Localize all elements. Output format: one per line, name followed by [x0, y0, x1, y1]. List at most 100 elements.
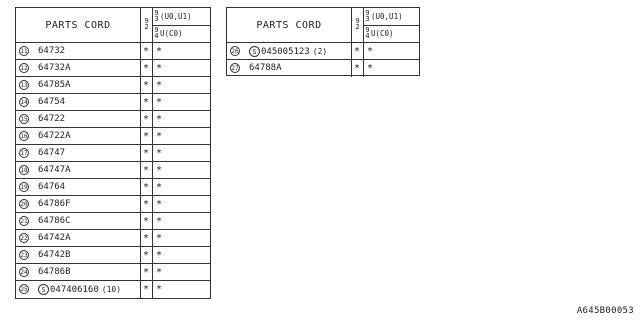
standard-part-icon: S	[249, 46, 260, 57]
reference-number: 26	[230, 46, 240, 56]
applicability-mark: *	[155, 46, 163, 57]
applicability-mark: *	[155, 284, 163, 295]
part-number-cell: 64786F	[38, 196, 71, 213]
part-number: 64754	[38, 97, 66, 107]
table-row: 18 64747A * *	[16, 162, 210, 179]
applicability-mark: *	[142, 267, 150, 278]
diagram-code: A645B00053	[576, 306, 634, 316]
header-model-uc0: U(C0)	[160, 29, 183, 38]
applicability-mark: *	[155, 114, 163, 125]
table-row: 22 64742A * *	[16, 230, 210, 247]
part-number: 64732A	[38, 63, 71, 73]
reference-number: 21	[19, 216, 29, 226]
reference-number: 23	[19, 250, 29, 260]
reference-number: 22	[19, 233, 29, 243]
table-row: 15 64722 * *	[16, 111, 210, 128]
header-model-u0u1: (U0,U1)	[371, 12, 403, 21]
applicability-mark: *	[155, 216, 163, 227]
reference-number: 24	[19, 267, 29, 277]
part-number: 64764	[38, 182, 66, 192]
part-number-cell: 64722A	[38, 128, 71, 145]
reference-number: 16	[19, 131, 29, 141]
applicability-mark: *	[155, 233, 163, 244]
applicability-mark: *	[142, 97, 150, 108]
part-number: 64786F	[38, 199, 71, 209]
part-number: 64722	[38, 114, 66, 124]
reference-number: 14	[19, 97, 29, 107]
applicability-mark: *	[142, 131, 150, 142]
table-row: 24 64786B * *	[16, 264, 210, 281]
reference-number: 18	[19, 165, 29, 175]
part-number-cell: 64786C	[38, 213, 71, 230]
applicability-mark: *	[155, 131, 163, 142]
applicability-mark: *	[142, 114, 150, 125]
part-number: 047406160	[50, 285, 99, 295]
applicability-mark: *	[155, 267, 163, 278]
applicability-mark: *	[142, 284, 150, 295]
part-number: 64732	[38, 46, 66, 56]
header-parts-cord: PARTS CORD	[256, 19, 322, 31]
part-number: 64747A	[38, 165, 71, 175]
applicability-mark: *	[155, 148, 163, 159]
table-row: 14 64754 * *	[16, 94, 210, 111]
reference-number: 17	[19, 148, 29, 158]
table-row: 11 64732 * *	[16, 43, 210, 60]
applicability-mark: *	[155, 250, 163, 261]
applicability-mark: *	[142, 199, 150, 210]
applicability-mark: *	[142, 80, 150, 91]
applicability-mark: *	[155, 182, 163, 193]
applicability-mark: *	[155, 165, 163, 176]
header-model-u0u1: (U0,U1)	[160, 12, 192, 21]
quantity: (2)	[312, 47, 328, 56]
table-row: 21 64786C * *	[16, 213, 210, 230]
part-number: 64788A	[249, 63, 282, 73]
table-row: 16 64722A * *	[16, 128, 210, 145]
part-number-cell: 64785A	[38, 77, 71, 94]
applicability-mark: *	[155, 97, 163, 108]
part-number-cell: 64742B	[38, 247, 71, 264]
applicability-mark: *	[142, 148, 150, 159]
part-number-cell: 64732	[38, 43, 65, 60]
reference-number: 13	[19, 80, 29, 90]
part-number: 64742A	[38, 233, 71, 243]
applicability-mark: *	[366, 63, 374, 74]
applicability-mark: *	[155, 80, 163, 91]
reference-number: 12	[19, 63, 29, 73]
part-number: 64785A	[38, 80, 71, 90]
applicability-mark: *	[155, 63, 163, 74]
reference-number: 25	[19, 284, 29, 294]
applicability-mark: *	[142, 63, 150, 74]
part-number-cell: 64754	[38, 94, 65, 111]
applicability-mark: *	[142, 165, 150, 176]
applicability-mark: *	[366, 46, 374, 57]
part-number-cell: 64788A	[249, 60, 282, 77]
applicability-mark: *	[142, 216, 150, 227]
applicability-mark: *	[155, 199, 163, 210]
part-number-cell: 64722	[38, 111, 65, 128]
part-number-cell: 64786B	[38, 264, 71, 281]
applicability-mark: *	[142, 233, 150, 244]
part-number: 64786C	[38, 216, 71, 226]
reference-number: 20	[19, 199, 29, 209]
reference-number: 15	[19, 114, 29, 124]
part-number-cell: 64747A	[38, 162, 71, 179]
part-number: 64722A	[38, 131, 71, 141]
part-number: 64742B	[38, 250, 71, 260]
header-model-uc0: U(C0)	[371, 29, 394, 38]
quantity: (10)	[101, 285, 122, 294]
part-number-cell: 64742A	[38, 230, 71, 247]
reference-number: 11	[19, 46, 29, 56]
header-parts-cord: PARTS CORD	[45, 19, 111, 31]
applicability-mark: *	[142, 46, 150, 57]
